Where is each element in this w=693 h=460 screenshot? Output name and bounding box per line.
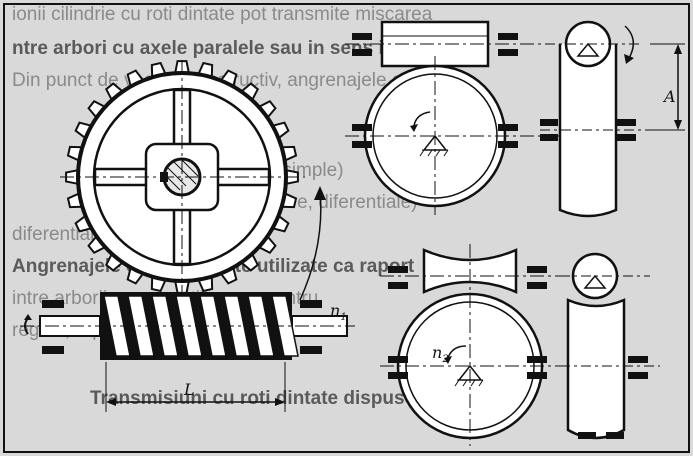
bore-hatch — [165, 159, 199, 191]
roller-pair-bottom: n2 n1 — [330, 244, 560, 446]
worm-rotation-arrowhead — [24, 314, 32, 320]
worm-bearings — [42, 300, 322, 354]
dim-A-arrow-bottom — [674, 120, 682, 130]
rotation-arrow — [299, 189, 322, 301]
bottom-wheel-rotation-arrowhead — [444, 356, 452, 364]
dim-A-arrow-top — [674, 44, 682, 54]
friction-wheel-top: A — [540, 20, 685, 218]
bottom-roller-bearings — [388, 266, 547, 289]
wheel-centerlines — [60, 60, 305, 292]
bottom-wheel-ground-hatch — [454, 379, 484, 387]
figure-border — [3, 3, 690, 453]
label-A: A — [662, 87, 676, 106]
friction-bearings-bottom — [578, 356, 648, 439]
bleed-line-2: ntre arbori cu axele paralele sau in sen… — [12, 38, 434, 59]
rotation-arrowhead — [314, 186, 326, 200]
worm-wheel — [60, 60, 326, 301]
worm-thread — [223, 295, 251, 357]
bottom-wheel-bearings — [388, 356, 547, 379]
dim-arrow-left — [106, 398, 116, 406]
bleed-line-11: Transmisiuni cu roti dintate dispuse in … — [90, 388, 487, 409]
bleed-line-1: ionii cilindrie cu roti dintate pot tran… — [12, 4, 433, 25]
label-L: L — [183, 380, 195, 399]
top-bearings — [352, 33, 518, 56]
label-n1: n1 — [330, 301, 347, 323]
bottom-wheel-rotation-arrow — [447, 345, 467, 359]
top-gear-rotation-arrow — [413, 111, 431, 127]
friction-wheel-bottom — [560, 252, 660, 440]
worm-thread — [247, 295, 275, 357]
friction-rotation-arrowhead — [624, 54, 634, 64]
worm-screw: L — [20, 292, 355, 412]
dim-arrow-right — [275, 398, 285, 406]
worm-thread — [103, 295, 131, 357]
top-gear-rotation-arrowhead — [410, 124, 418, 132]
label-n2: n2 — [432, 343, 449, 365]
friction-band-bottom — [566, 298, 626, 440]
top-gear-bearings — [352, 124, 518, 148]
friction-bearings-top — [540, 119, 636, 141]
friction-support-bottom — [583, 274, 607, 289]
spur-gear-pair-top — [345, 20, 560, 215]
worm-thread — [271, 295, 299, 357]
top-gear-ground-hatch — [419, 149, 449, 157]
friction-support-top — [576, 42, 600, 57]
